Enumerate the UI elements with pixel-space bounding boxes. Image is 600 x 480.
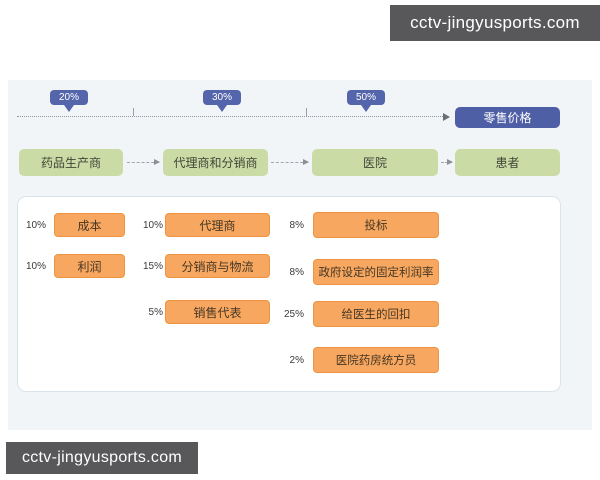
breakdown-item: 医院药房统方员: [313, 347, 439, 373]
breakdown-item-label: 给医生的回扣: [341, 309, 411, 321]
breakdown-pct: 5%: [148, 306, 163, 318]
watermark-banner-bottom: cctv-jingyusports.com: [6, 442, 198, 474]
breakdown-item: 投标: [313, 212, 439, 238]
timeline-tick-2: [306, 108, 307, 116]
stage-box-manufacturer: 药品生产商: [19, 149, 123, 176]
breakdown-pct: 10%: [25, 219, 46, 231]
watermark-text: cctv-jingyusports.com: [410, 13, 580, 32]
stage-box-patient: 患者: [455, 149, 560, 176]
breakdown-item-label: 政府设定的固定利润率: [318, 267, 434, 279]
stage-label: 药品生产商: [40, 156, 101, 170]
stage-label: 患者: [495, 156, 520, 170]
retail-price-box: 零售价格: [455, 107, 560, 128]
breakdown-item-label: 代理商: [199, 218, 236, 233]
breakdown-pct: 25%: [283, 308, 304, 320]
breakdown-pct: 10%: [25, 260, 46, 272]
breakdown-item-label: 成本: [77, 218, 102, 233]
percentage-badge-distributor: 30%: [203, 90, 241, 105]
timeline-tick-1: [133, 108, 134, 116]
breakdown-item-label: 分销商与物流: [181, 259, 254, 274]
breakdown-item: 销售代表: [165, 300, 270, 324]
stage-label: 医院: [362, 156, 387, 170]
breakdown-item-label: 投标: [364, 220, 388, 232]
timeline-axis: [17, 116, 445, 117]
watermark-text: cctv-jingyusports.com: [21, 449, 183, 466]
breakdown-panel: 10% 成本 10% 利润 10% 代理商 15% 分销商与物流 5% 销售代表…: [17, 196, 561, 392]
badge-label: 30%: [211, 92, 232, 103]
stage-arrow-icon: [271, 159, 309, 165]
breakdown-item: 代理商: [165, 213, 270, 237]
breakdown-item: 分销商与物流: [165, 254, 270, 278]
badge-label: 50%: [355, 92, 376, 103]
stage-box-hospital: 医院: [312, 149, 438, 176]
stage-label: 代理商和分销商: [173, 156, 258, 170]
badge-label: 20%: [58, 92, 79, 103]
stage-box-distributor: 代理商和分销商: [163, 149, 268, 176]
breakdown-pct: 8%: [289, 266, 304, 278]
breakdown-pct: 15%: [142, 260, 163, 272]
breakdown-pct: 10%: [142, 219, 163, 231]
watermark-banner-top: cctv-jingyusports.com: [390, 5, 600, 41]
breakdown-item: 政府设定的固定利润率: [313, 259, 439, 285]
stage-arrow-icon: [127, 159, 160, 165]
percentage-badge-hospital: 50%: [347, 90, 385, 105]
breakdown-item-label: 利润: [77, 259, 102, 274]
retail-price-label: 零售价格: [483, 111, 532, 125]
breakdown-item: 成本: [54, 213, 125, 237]
breakdown-item: 给医生的回扣: [313, 301, 439, 327]
stage-arrow-icon: [441, 159, 453, 165]
breakdown-pct: 8%: [289, 219, 304, 231]
breakdown-pct: 2%: [289, 354, 304, 366]
timeline-arrowhead-icon: [443, 112, 450, 121]
breakdown-item: 利润: [54, 254, 125, 278]
percentage-badge-manufacturer: 20%: [50, 90, 88, 105]
breakdown-item-label: 销售代表: [193, 305, 242, 320]
breakdown-item-label: 医院药房统方员: [335, 355, 417, 367]
